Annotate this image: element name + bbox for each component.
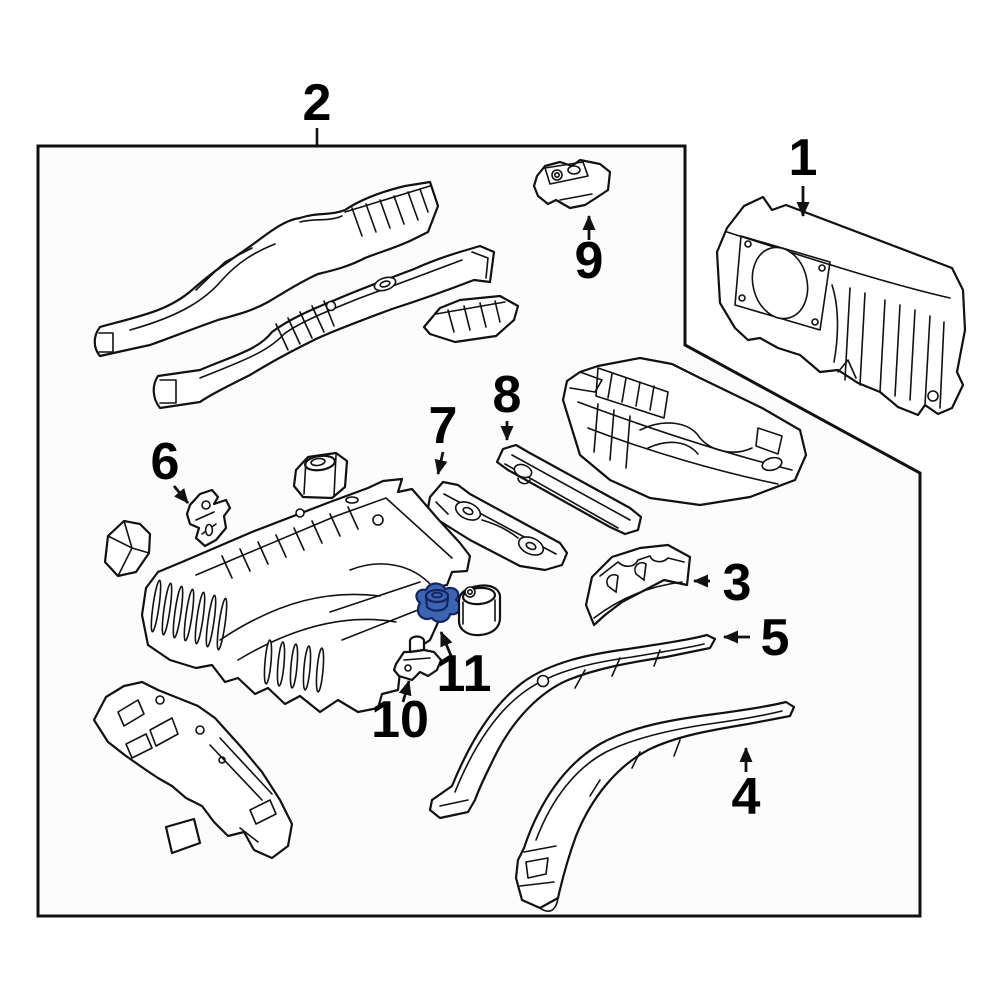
callout-10[interactable]: 10 — [371, 691, 429, 749]
center-floor-pan[interactable] — [140, 477, 472, 714]
callout-5[interactable]: 5 — [761, 609, 790, 667]
callout-11[interactable]: 11 — [437, 645, 492, 703]
rear-rail-upper[interactable] — [93, 180, 440, 358]
rear-floor-side-extension[interactable] — [92, 680, 294, 860]
callout-9[interactable]: 9 — [575, 232, 604, 290]
part-1-rear-body-panel[interactable] — [715, 195, 967, 417]
part-11-grommet[interactable] — [415, 582, 462, 624]
part-10-bracket[interactable] — [392, 635, 443, 682]
callout-1[interactable]: 1 — [789, 129, 818, 187]
part-5-rail[interactable] — [428, 633, 717, 820]
callout-3[interactable]: 3 — [723, 554, 752, 612]
small-plate[interactable] — [164, 817, 202, 855]
cylinder-bushing[interactable] — [457, 584, 502, 637]
callout-6-leader — [172, 485, 190, 504]
part-3-bracket[interactable] — [584, 543, 692, 627]
callout-8[interactable]: 8 — [493, 366, 522, 424]
part-7-crossmember[interactable] — [426, 480, 569, 572]
part-8-crossmember[interactable] — [495, 443, 643, 536]
floor-pan-rear-section[interactable] — [561, 356, 808, 507]
part-4-rail[interactable] — [514, 700, 796, 912]
rear-rail-lower[interactable] — [152, 244, 496, 410]
callout-11-leader — [439, 631, 454, 659]
callout-7-leader — [434, 451, 448, 475]
wedge-bracket[interactable] — [103, 519, 152, 578]
callout-2[interactable]: 2 — [303, 74, 332, 132]
rail-extension-bracket[interactable] — [422, 294, 520, 344]
callout-10-leader — [398, 680, 412, 703]
callout-6[interactable]: 6 — [151, 433, 180, 491]
part-9-bracket[interactable] — [532, 158, 612, 210]
part-6-bracket[interactable] — [185, 488, 232, 548]
callout-4[interactable]: 4 — [732, 768, 761, 826]
callout-7[interactable]: 7 — [429, 397, 458, 455]
cube-bushing[interactable] — [292, 451, 349, 500]
